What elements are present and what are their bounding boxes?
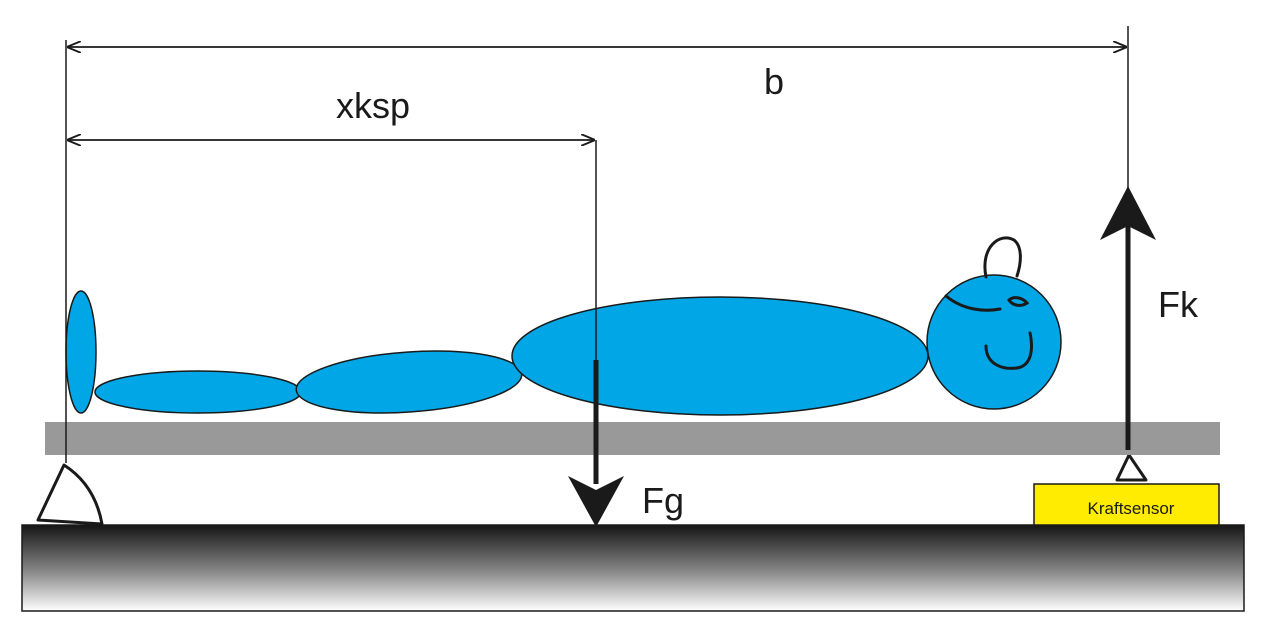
person-head	[926, 274, 1062, 410]
sensor-contact	[1115, 453, 1148, 482]
ground	[21, 524, 1245, 612]
person-eye	[1007, 296, 1030, 307]
person-upper-leg	[295, 350, 523, 414]
force-fk-label: Fk	[1158, 284, 1199, 325]
person-torso	[511, 296, 929, 416]
board	[45, 422, 1220, 455]
pivot-support	[36, 463, 104, 526]
person-mouth	[984, 331, 1033, 370]
person-hair	[983, 236, 1022, 279]
person-face	[944, 236, 1033, 370]
dimension-xksp-label: xksp	[336, 85, 410, 126]
force-fg-label: Fg	[642, 480, 684, 521]
force-sensor	[1033, 483, 1220, 526]
person-feet	[65, 290, 97, 414]
sensor-label: Kraftsensor	[1088, 499, 1175, 518]
force-fg-arrowhead	[568, 476, 624, 527]
force-fk-arrowhead	[1100, 186, 1156, 240]
dimension-b-label: b	[764, 61, 784, 102]
person-lower-leg	[94, 370, 302, 414]
person	[65, 274, 1062, 416]
person-eyebrow	[944, 294, 1002, 312]
